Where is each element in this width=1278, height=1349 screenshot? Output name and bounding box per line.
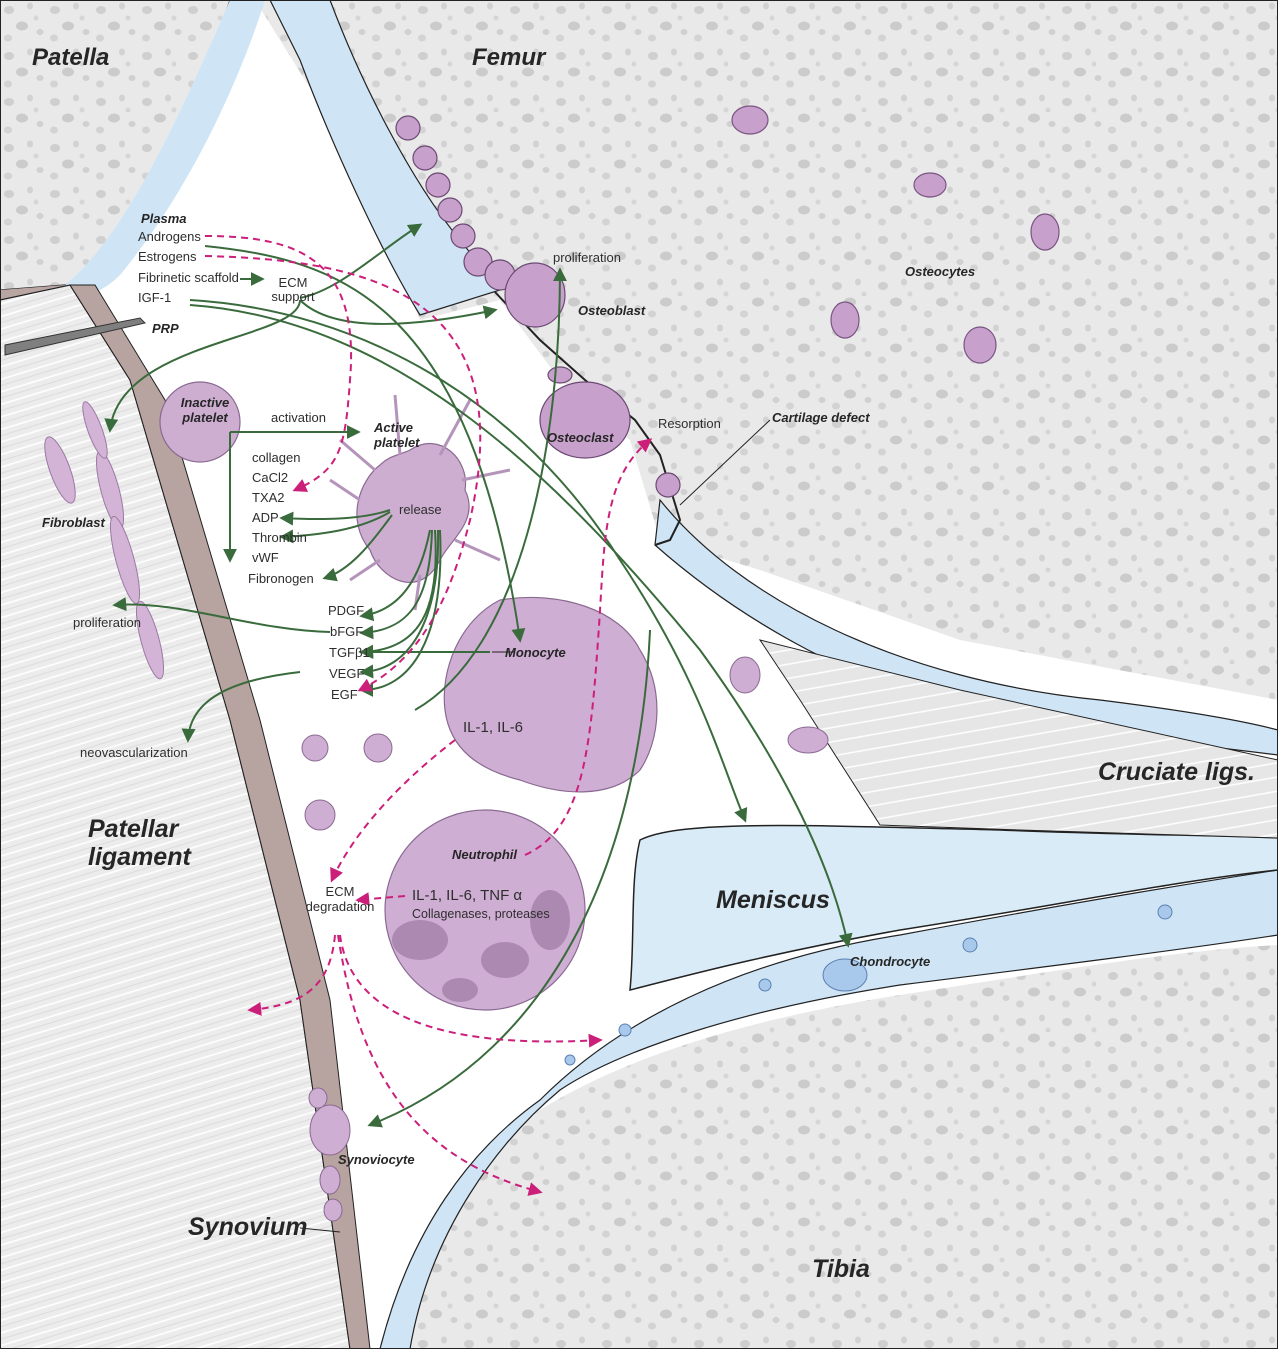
gf-tgfb1: TGFβ1 [329, 645, 370, 660]
plasma-item-fibrinetic: Fibrinetic scaffold [138, 270, 239, 285]
monocyte-cell [444, 597, 657, 791]
gf-egf: EGF [331, 687, 358, 702]
femur-label: Femur [472, 44, 545, 72]
activator-cacl2: CaCl2 [252, 470, 288, 485]
synoviocyte-label: Synoviocyte [338, 1152, 415, 1167]
neutrophil-enzymes: Collagenases, proteases [412, 907, 550, 922]
activator-thrombin: Thrombin [252, 530, 307, 545]
activation-label: activation [271, 410, 326, 425]
monocyte-label: Monocyte [505, 645, 566, 660]
proliferation-fibro-label: proliferation [73, 615, 141, 630]
gf-pdgf: PDGF [328, 603, 364, 618]
chondrocyte-label: Chondrocyte [850, 954, 930, 969]
synovium-label: Synovium [188, 1213, 307, 1241]
neovascularization-label: neovascularization [80, 745, 188, 760]
activator-fibronogen: Fibronogen [248, 571, 314, 586]
ecm-degradation-label: ECM degradation [300, 884, 380, 914]
activator-collagen: collagen [252, 450, 300, 465]
plasma-item-igf1: IGF-1 [138, 290, 171, 305]
gf-bfgf: bFGF [330, 624, 363, 639]
tibia-label: Tibia [812, 1255, 870, 1283]
plasma-heading: Plasma [141, 211, 187, 226]
activator-vwf: vWF [252, 550, 279, 565]
inactive-platelet-label: Inactive platelet [175, 395, 235, 425]
osteoblast-label: Osteoblast [578, 303, 645, 318]
activator-adp: ADP [252, 510, 279, 525]
gf-vegf: VEGF [329, 666, 364, 681]
patella-label: Patella [32, 44, 109, 72]
plasma-item-estrogens: Estrogens [138, 249, 197, 264]
resorption-label: Resorption [658, 416, 721, 431]
patellar-ligament-label: Patellar ligament [88, 815, 228, 871]
osteoclast-label: Osteoclast [547, 430, 613, 445]
tibia-bone [400, 945, 1278, 1349]
cartilage-defect-label: Cartilage defect [772, 410, 870, 425]
activator-txa2: TXA2 [252, 490, 285, 505]
neutrophil-label: Neutrophil [452, 847, 517, 862]
fibroblast-label: Fibroblast [42, 515, 105, 530]
active-platelet-label: Active platelet [374, 420, 424, 450]
cruciate-label: Cruciate ligs. [1098, 758, 1255, 786]
ecm-support-label: ECM support [268, 276, 318, 304]
monocyte-cytokines: IL-1, IL-6 [463, 720, 523, 735]
neutrophil-cytokines: IL-1, IL-6, TNF α [412, 888, 522, 903]
proliferation-osteo-label: proliferation [553, 250, 621, 265]
osteocytes-label: Osteocytes [905, 264, 975, 279]
plasma-item-androgens: Androgens [138, 229, 201, 244]
meniscus-label: Meniscus [716, 886, 830, 914]
prp-label: PRP [152, 321, 179, 336]
release-label: release [399, 502, 442, 517]
